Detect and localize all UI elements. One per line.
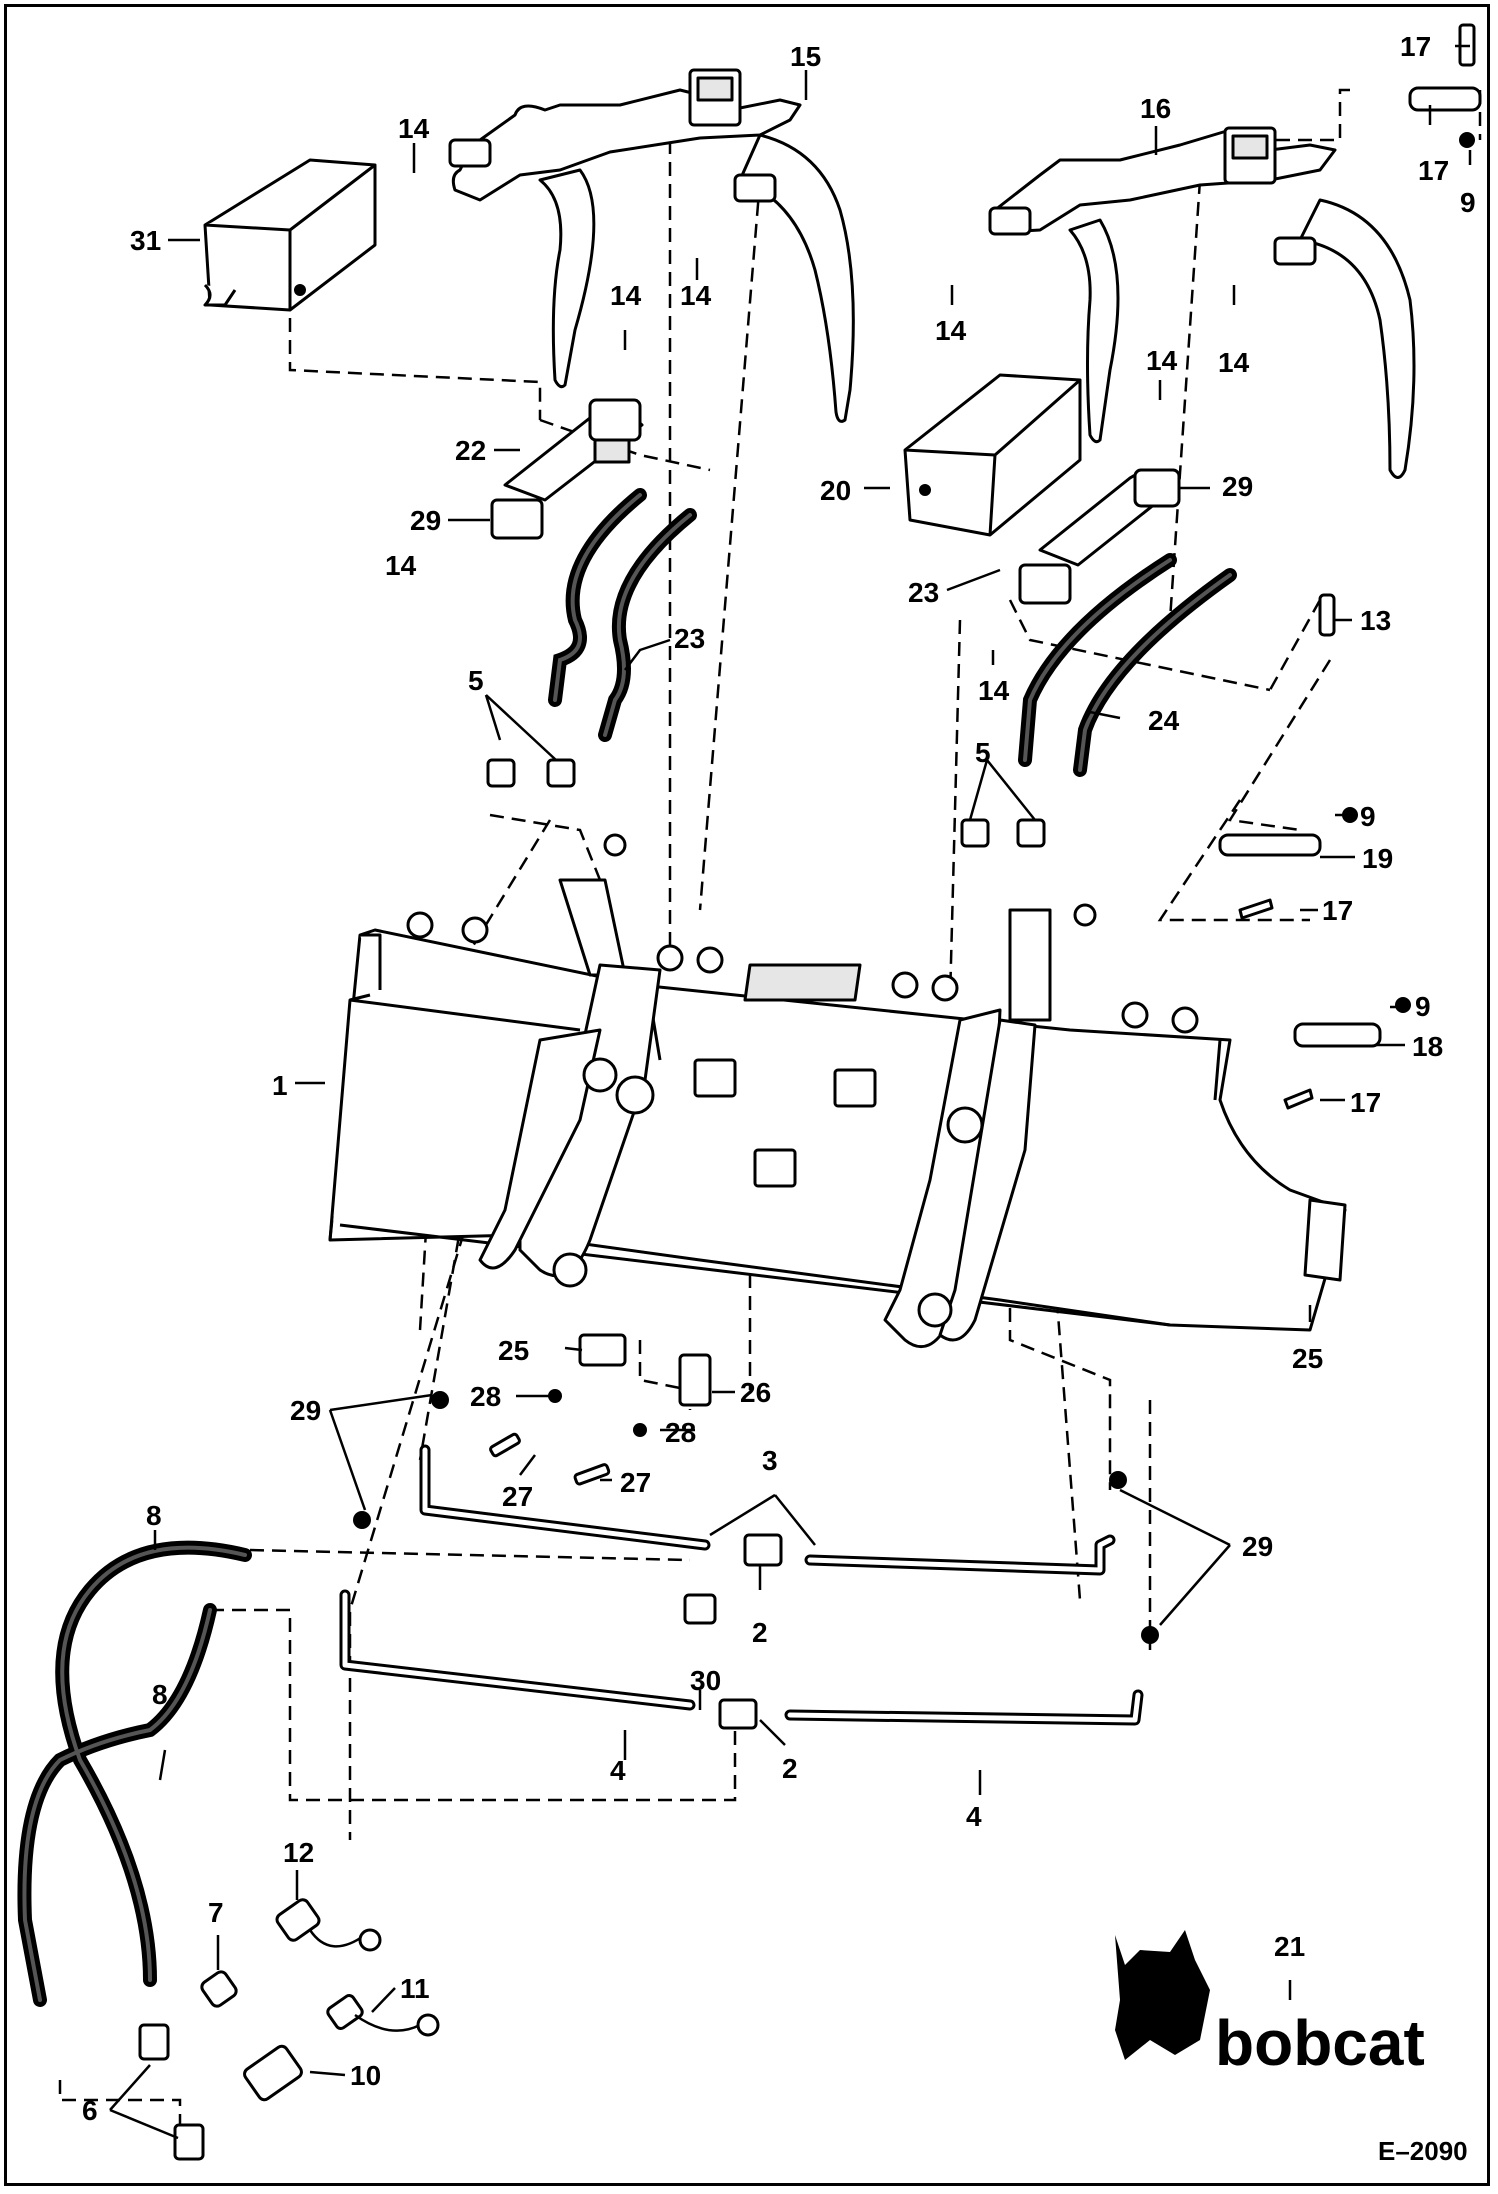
cylinder-guard-20 [903,373,1082,537]
cylinder-right [1018,468,1181,605]
callout-14: 14 [1218,347,1250,378]
lift-arm-left [478,878,662,1288]
callout-2: 2 [752,1617,768,1648]
callout-1: 1 [272,1070,288,1101]
elbow-fittings-5 [486,758,1046,848]
callout-15: 15 [790,41,821,72]
callout-14: 14 [978,675,1010,706]
callout-9: 9 [1360,801,1376,832]
callout-31: 31 [130,225,161,256]
callout-16: 17 [1418,155,1449,186]
callout-7: 7 [208,1897,224,1928]
callout-13: 13 [1360,605,1391,636]
callout-numbers: 17 15 16 14 31 14 14 14 17 9 14 14 22 29… [82,31,1476,2126]
callout-27: 28 [470,1381,501,1412]
callout-6: 6 [82,2095,98,2126]
callout-14: 14 [680,280,712,311]
bucket-body [328,928,1347,1332]
grapple-tine-right [988,126,1416,479]
hoses-right [1018,553,1237,777]
callout-30: 30 [690,1665,721,1696]
callout-25: 25 [498,1335,529,1366]
callout-3: 3 [762,1445,778,1476]
callout-8: 8 [152,1679,168,1710]
brand-wordmark: bobcat [1215,2007,1425,2079]
hoses-left [548,488,697,742]
callout-9: 9 [1460,187,1476,218]
callout-23: 23 [674,623,705,654]
callout-25: 26 [740,1377,771,1408]
callout-27: 28 [665,1417,696,1448]
clamps-and-bolts [489,1333,712,1486]
hoses-8 [17,1540,252,2007]
callout-11: 11 [400,1973,430,2004]
callout-5: 5 [975,737,991,768]
callout-5: 5 [468,665,484,696]
callout-28: 29 [1242,1531,1273,1562]
callout-14: 14 [610,280,642,311]
callout-20: 20 [820,475,851,506]
bobcat-logo: bobcat [1115,1930,1425,2079]
callout-28: 29 [290,1395,321,1426]
cylinder-guard-31 [203,158,377,312]
callout-17: 17 [1322,895,1353,926]
callout-4: 4 [610,1755,626,1786]
steel-tubes [339,1391,1159,1730]
callout-21: 23 [908,577,939,608]
drawing-code: E–2090 [1378,2136,1468,2166]
cylinder-left [490,398,644,540]
callout-17: 17 [1400,31,1431,62]
callout-14: 14 [935,315,967,346]
couplers [138,1898,440,2161]
lift-arm-right [883,908,1052,1349]
callout-29: 29 [1222,471,1253,502]
callout-14: 14 [385,550,417,581]
callout-24: 25 [1292,1343,1323,1374]
callout-15: 16 [1140,93,1171,124]
callout-29: 29 [410,505,441,536]
callout-21: 22 [455,435,486,466]
callout-10: 10 [350,2060,381,2091]
callout-23: 24 [1148,705,1180,736]
callout-14: 14 [1146,345,1178,376]
callout-14: 14 [398,113,430,144]
bucket-top-lugs [406,833,1199,1034]
pins-and-bolts [1218,23,1482,1110]
callout-18: 18 [1412,1031,1443,1062]
leader-lines [109,44,1472,2140]
callout-2: 2 [782,1753,798,1784]
grapple-tine-left [448,68,855,423]
callout-8: 8 [146,1500,162,1531]
callout-4: 4 [966,1801,982,1832]
callout-17: 17 [1350,1087,1381,1118]
callout-26: 27 [620,1467,651,1498]
callout-12: 12 [283,1837,314,1868]
callout-19: 19 [1362,843,1393,874]
callout-9: 9 [1415,991,1431,1022]
callout-22: 21 [1274,1931,1305,1962]
callout-26: 27 [502,1481,533,1512]
